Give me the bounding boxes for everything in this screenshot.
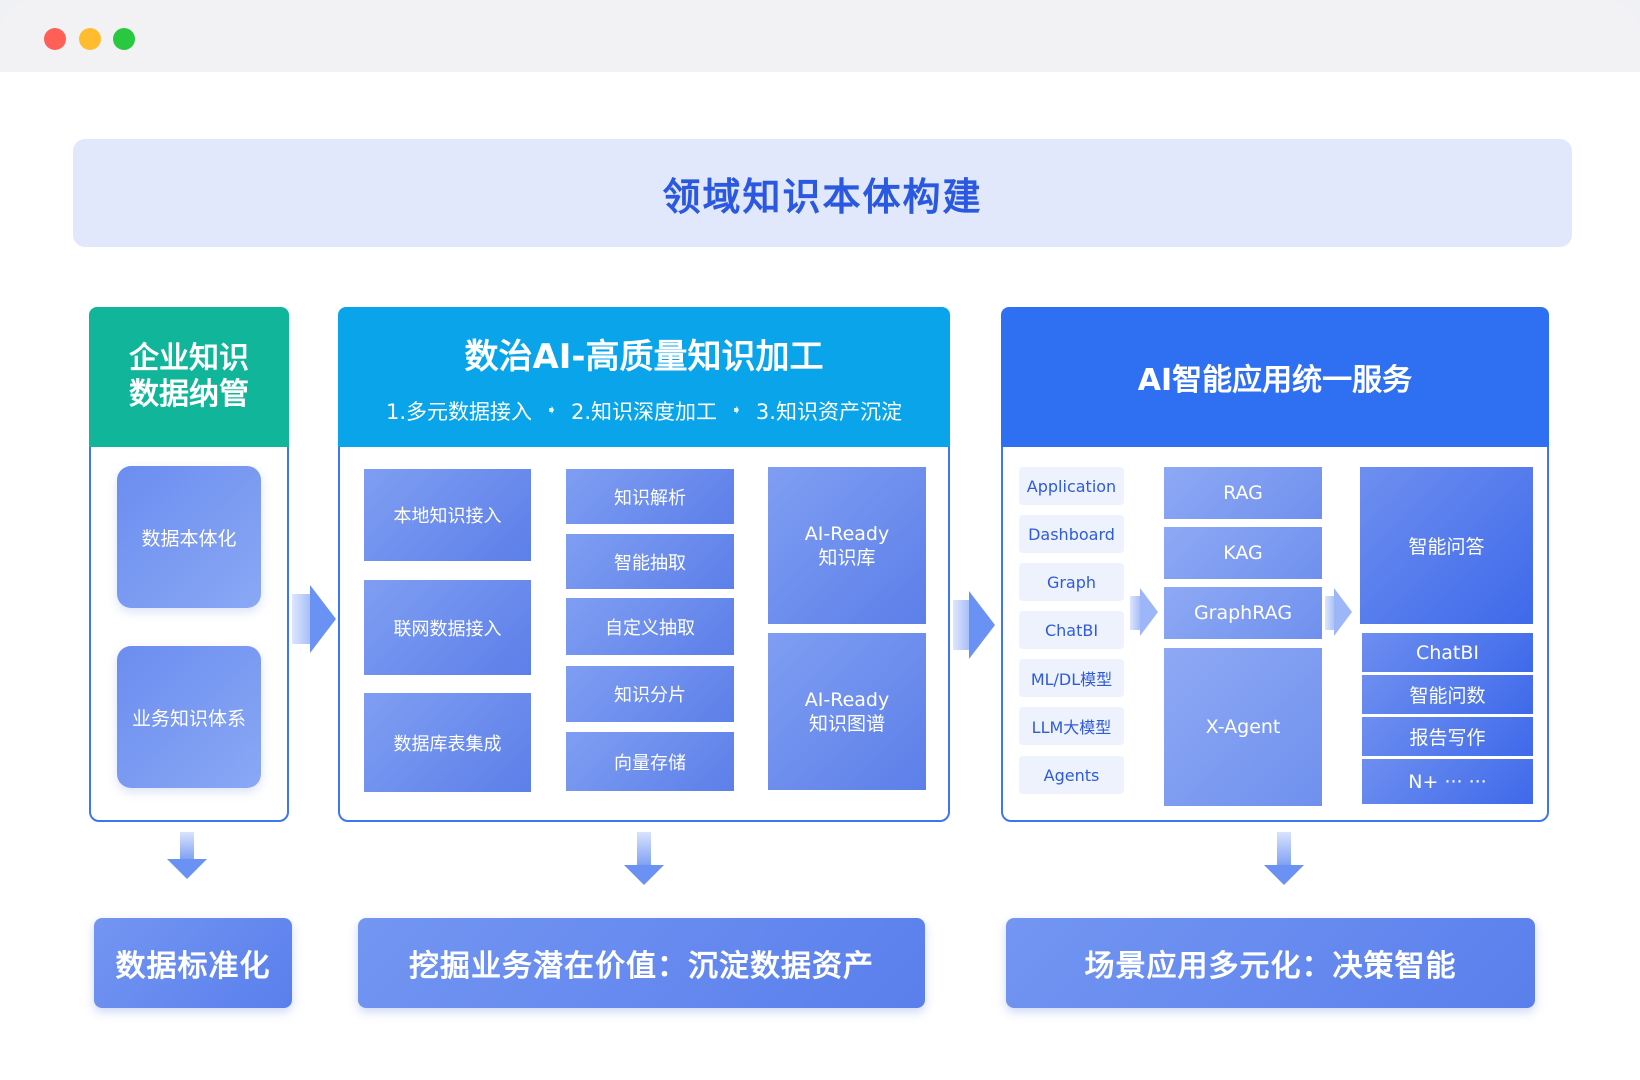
process-smart-extraction: 智能抽取 bbox=[566, 534, 734, 589]
process-parsing: 知识解析 bbox=[566, 469, 734, 524]
down-arrow-1-icon bbox=[167, 859, 207, 879]
app-chip: Agents bbox=[1019, 756, 1124, 794]
minimize-window-button[interactable] bbox=[79, 28, 101, 50]
process-chunking: 知识分片 bbox=[566, 666, 734, 722]
engine-kag: KAG bbox=[1164, 527, 1322, 579]
engine-x-agent: X-Agent bbox=[1164, 648, 1322, 806]
input-local-knowledge: 本地知识接入 bbox=[364, 469, 531, 561]
app-chip: ChatBI bbox=[1019, 611, 1124, 649]
scenario-report-writing: 报告写作 bbox=[1362, 717, 1533, 756]
outcome-value-mining: 挖掘业务潜在价值：沉淀数据资产 bbox=[358, 918, 925, 1008]
flow-arrow-2-icon bbox=[969, 591, 995, 659]
business-knowledge-box: 业务知识体系 bbox=[117, 646, 261, 788]
app-chip: LLM大模型 bbox=[1019, 707, 1124, 745]
step-1-label: 1.多元数据接入 bbox=[386, 399, 533, 424]
panel-knowledge-management-title-line1: 企业知识 bbox=[129, 341, 249, 376]
engine-rag: RAG bbox=[1164, 467, 1322, 519]
app-chip: Dashboard bbox=[1019, 515, 1124, 553]
process-custom-extraction: 自定义抽取 bbox=[566, 598, 734, 655]
scenario-smart-query: 智能问数 bbox=[1362, 675, 1533, 714]
output-knowledge-base-line2: 知识库 bbox=[818, 546, 876, 569]
panel-knowledge-management-title-line2: 数据纳管 bbox=[129, 377, 249, 412]
scenario-more: N+ ··· ··· bbox=[1362, 759, 1533, 804]
step-3-label: 3.知识资产沉淀 bbox=[755, 399, 902, 424]
down-arrow-2-icon bbox=[624, 865, 664, 885]
inner-arrow-1-stem bbox=[1130, 596, 1142, 630]
process-vector-storage: 向量存储 bbox=[566, 732, 734, 791]
scenario-smart-qa: 智能问答 bbox=[1360, 467, 1533, 624]
panel-ai-service-header: AI智能应用统一服务 bbox=[1001, 307, 1549, 447]
engine-graphrag: GraphRAG bbox=[1164, 587, 1322, 639]
output-knowledge-graph-line1: AI-Ready bbox=[804, 688, 890, 711]
down-arrow-2-stem bbox=[637, 832, 651, 866]
output-knowledge-base: AI-Ready 知识库 bbox=[768, 467, 926, 624]
step-arrow-icon: ➧ bbox=[546, 403, 557, 418]
down-arrow-1-stem bbox=[180, 832, 194, 860]
down-arrow-3-icon bbox=[1264, 865, 1304, 885]
panel-knowledge-processing-title: 数治AI-高质量知识加工 bbox=[464, 336, 824, 377]
flow-arrow-1-icon bbox=[310, 585, 336, 653]
outcome-standardization: 数据标准化 bbox=[94, 918, 292, 1008]
window-titlebar bbox=[0, 0, 1640, 72]
input-web-data: 联网数据接入 bbox=[364, 580, 531, 675]
step-arrow-icon: ➧ bbox=[731, 403, 742, 418]
output-knowledge-graph: AI-Ready 知识图谱 bbox=[768, 633, 926, 790]
app-chip: Graph bbox=[1019, 563, 1124, 601]
close-window-button[interactable] bbox=[44, 28, 66, 50]
inner-arrow-1-icon bbox=[1140, 588, 1158, 636]
scenario-chatbi: ChatBI bbox=[1362, 633, 1533, 672]
panel-knowledge-processing-header: 数治AI-高质量知识加工 1.多元数据接入 ➧ 2.知识深度加工 ➧ 3.知识资… bbox=[338, 307, 950, 447]
flow-arrow-2-stem bbox=[953, 600, 973, 650]
panel-knowledge-management-header: 企业知识 数据纳管 bbox=[89, 307, 289, 447]
maximize-window-button[interactable] bbox=[113, 28, 135, 50]
input-database-tables: 数据库表集成 bbox=[364, 693, 531, 792]
ontology-banner: 领域知识本体构建 bbox=[73, 139, 1572, 247]
inner-arrow-2-icon bbox=[1334, 588, 1352, 636]
ontologize-box: 数据本体化 bbox=[117, 466, 261, 608]
output-knowledge-graph-line2: 知识图谱 bbox=[808, 712, 885, 735]
app-chip: ML/DL模型 bbox=[1019, 659, 1124, 697]
app-chip: Application bbox=[1019, 467, 1124, 505]
output-knowledge-base-line1: AI-Ready bbox=[804, 522, 890, 545]
step-2-label: 2.知识深度加工 bbox=[570, 399, 718, 424]
outcome-decision-intelligence: 场景应用多元化：决策智能 bbox=[1006, 918, 1535, 1008]
down-arrow-3-stem bbox=[1277, 832, 1291, 866]
processing-steps: 1.多元数据接入 ➧ 2.知识深度加工 ➧ 3.知识资产沉淀 bbox=[386, 396, 902, 426]
flow-arrow-1-stem bbox=[292, 594, 314, 644]
